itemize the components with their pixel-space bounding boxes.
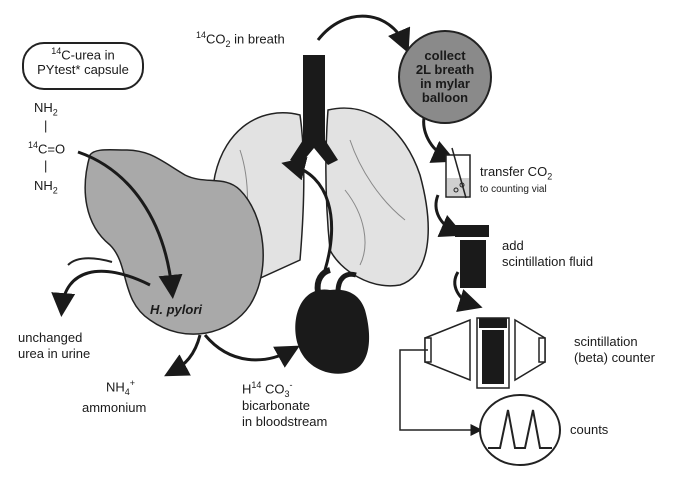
h-pylori-label: H. pylori <box>150 302 203 317</box>
right-lung <box>325 107 429 287</box>
bicarbonate-label: bicarbonate <box>242 398 310 413</box>
breath-label: 14CO2 in breath <box>196 30 285 49</box>
ammonium-label: ammonium <box>82 400 147 415</box>
urea-nh2-bottom: NH2 <box>34 178 58 196</box>
capsule-label-line1: 14C-urea in <box>51 46 115 63</box>
scintillation-fluid-label: scintillation fluid <box>502 254 594 269</box>
unchanged-label: unchanged <box>18 330 83 345</box>
stomach <box>84 148 264 335</box>
counter-label-line1: scintillation <box>574 334 638 349</box>
counting-vial <box>445 147 471 199</box>
scintillation-counter <box>424 317 546 389</box>
arrow-to-ammonium <box>164 334 202 377</box>
ammonium-formula: NH4+ <box>106 378 136 397</box>
urea-urine-label: urea in urine <box>18 346 91 361</box>
bicarbonate-formula: H14 CO3- <box>242 380 293 399</box>
bloodstream-label: in bloodstream <box>242 414 328 429</box>
arrow-vial-to-fluid <box>434 194 465 237</box>
transfer-label: transfer CO2 <box>480 164 553 182</box>
counts-label: counts <box>570 422 609 437</box>
urea-carbon: 14C=O <box>28 140 66 157</box>
transfer-sublabel: to counting vial <box>480 184 547 195</box>
balloon-line2: 2L breath <box>415 62 475 77</box>
add-label: add <box>502 238 524 253</box>
arrow-fluid-to-counter <box>453 271 483 312</box>
counts-display <box>479 394 561 466</box>
urea-bond-bottom: | <box>44 158 48 173</box>
trachea <box>303 55 325 145</box>
urea-bond-top: | <box>44 118 48 133</box>
arrow-to-bloodstream <box>203 334 300 368</box>
arrow-breath-to-balloon <box>316 14 411 54</box>
urea-nh2-top: NH2 <box>34 100 58 118</box>
balloon-line4: balloon <box>421 90 469 105</box>
heart <box>295 289 370 374</box>
capsule-label-line2: PYtest* capsule <box>37 62 129 78</box>
balloon-line1: collect <box>424 48 466 63</box>
mylar-balloon: collect 2L breath in mylar balloon <box>398 30 492 124</box>
capsule-bubble: 14C-urea in PYtest* capsule <box>22 42 144 90</box>
arrow-to-urine <box>51 269 151 317</box>
balloon-line3: in mylar <box>420 76 470 91</box>
arrow-urea-to-hpylori <box>77 150 183 299</box>
arrow-heart-to-lung <box>281 157 333 271</box>
scintillation-vial <box>455 225 489 288</box>
counter-to-counts-line <box>399 349 483 436</box>
counter-label-line2: (beta) counter <box>574 350 655 365</box>
